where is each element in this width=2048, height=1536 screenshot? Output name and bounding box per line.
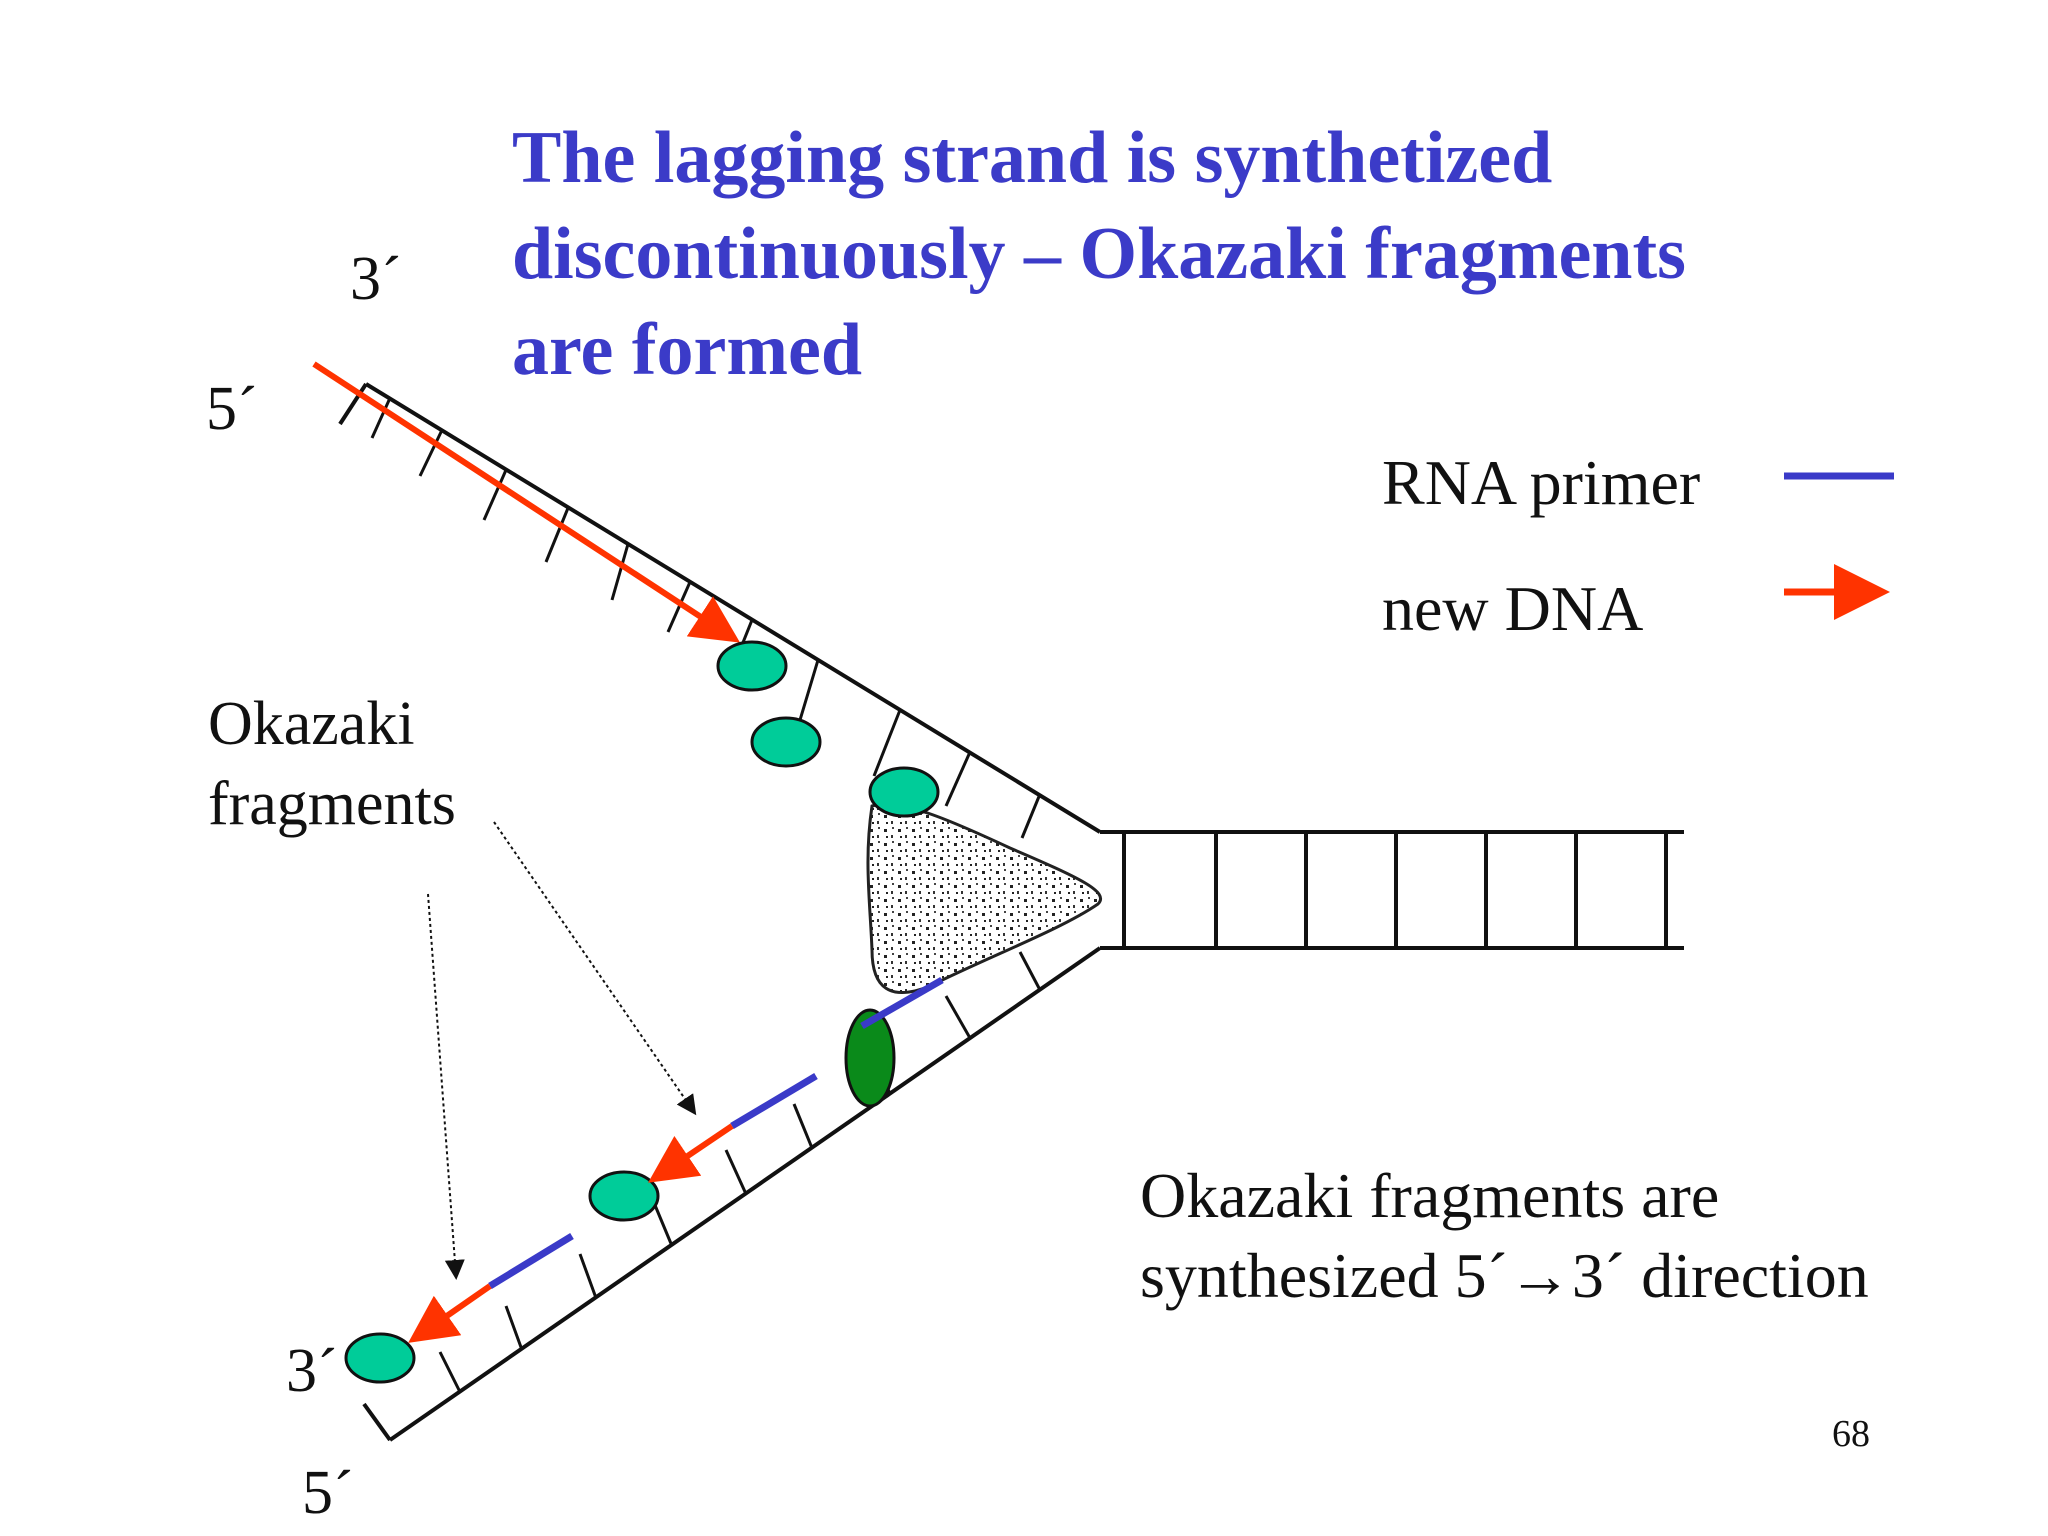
bottom-5prime-label: 5´ <box>302 1459 354 1527</box>
caption-line-2: synthesized 5´→3´ direction <box>1140 1240 1869 1311</box>
okazaki-pointer-arrows <box>427 821 697 1280</box>
legend-new-dna-label: new DNA <box>1382 573 1644 644</box>
polymerase-oval-2 <box>750 716 822 768</box>
title-line-1: The lagging strand is synthetized <box>512 117 1553 199</box>
title-line-2: discontinuously – Okazaki fragments <box>512 213 1686 295</box>
rna-primer-segment-1 <box>860 976 944 1030</box>
lower-template-strand <box>362 946 1102 1442</box>
okazaki-label-line-2: fragments <box>208 770 456 838</box>
page-number: 68 <box>1832 1413 1870 1455</box>
okazaki-fragments-label: Okazaki fragments <box>208 684 456 844</box>
polymerase-oval-1 <box>716 640 788 692</box>
polymerase-oval-3 <box>868 766 940 818</box>
legend-rna-primer-label: RNA primer <box>1382 447 1701 518</box>
title-line-3: are formed <box>512 309 862 391</box>
bottom-3prime-label: 3´ <box>286 1337 338 1405</box>
okazaki-new-dna-arrow-2 <box>408 1283 492 1343</box>
polymerase-oval-5 <box>344 1332 416 1384</box>
direction-caption: Okazaki fragments are synthesized 5´→3´ … <box>1140 1156 1869 1316</box>
lagging-strand-fragments <box>408 976 944 1343</box>
slide-title: The lagging strand is synthetized discon… <box>512 110 1932 398</box>
top-3prime-label: 3´ <box>350 245 402 313</box>
pointer-arrow-2 <box>427 893 465 1280</box>
primase-oval <box>844 1008 896 1108</box>
okazaki-label-line-1: Okazaki <box>208 690 415 758</box>
top-5prime-label: 5´ <box>206 375 258 443</box>
caption-line-1: Okazaki fragments are <box>1140 1160 1720 1231</box>
parental-duplex <box>1100 830 1684 950</box>
pointer-arrow-1 <box>493 821 697 1116</box>
leading-strand-new-dna-arrow <box>312 361 741 643</box>
rna-primer-segment-3 <box>488 1233 574 1289</box>
polymerase-oval-4 <box>588 1170 660 1222</box>
rna-primer-segment-2 <box>730 1072 818 1130</box>
okazaki-new-dna-arrow-1 <box>648 1123 734 1183</box>
helicase-shape <box>866 802 1102 995</box>
